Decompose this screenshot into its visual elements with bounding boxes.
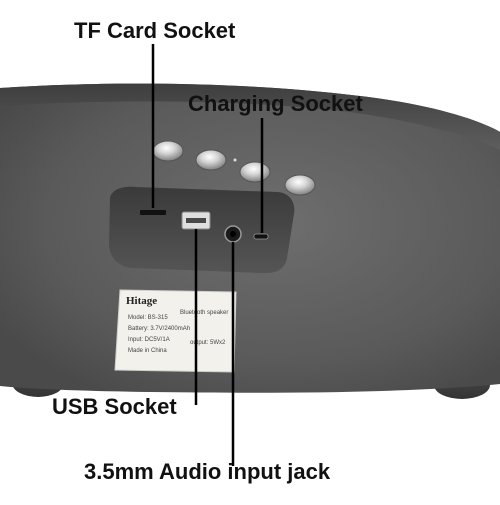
label-input: Input: DC5V/1A — [128, 337, 170, 343]
speaker-top-edge — [0, 83, 500, 150]
audio-jack-port[interactable] — [224, 225, 242, 243]
label-battery: Battery: 3.7V/2400mAh — [128, 326, 190, 332]
label-model: Model: BS-315 — [128, 315, 168, 321]
indicator-light — [233, 158, 237, 162]
usb-port[interactable] — [181, 211, 211, 230]
label-type: Bluetooth speaker — [180, 310, 228, 316]
callout-tf-card: TF Card Socket — [74, 18, 236, 43]
control-button-4[interactable] — [284, 174, 316, 196]
control-button-3[interactable] — [239, 161, 271, 183]
callout-charging: Charging Socket — [188, 91, 363, 116]
label-brand: Hitage — [126, 295, 157, 307]
product-label: Hitage Model: BS-315 Battery: 3.7V/2400m… — [114, 289, 237, 373]
control-button-2[interactable] — [195, 149, 227, 171]
label-output: output: 5Wx2 — [190, 340, 226, 346]
control-button-1[interactable] — [152, 140, 184, 162]
callout-audio-jack: 3.5mm Audio input jack — [84, 459, 331, 484]
label-origin: Made in China — [128, 348, 167, 354]
tf-card-slot[interactable] — [140, 210, 166, 215]
callout-usb: USB Socket — [52, 394, 177, 419]
charging-port[interactable] — [253, 233, 269, 240]
port-panel — [109, 186, 295, 274]
